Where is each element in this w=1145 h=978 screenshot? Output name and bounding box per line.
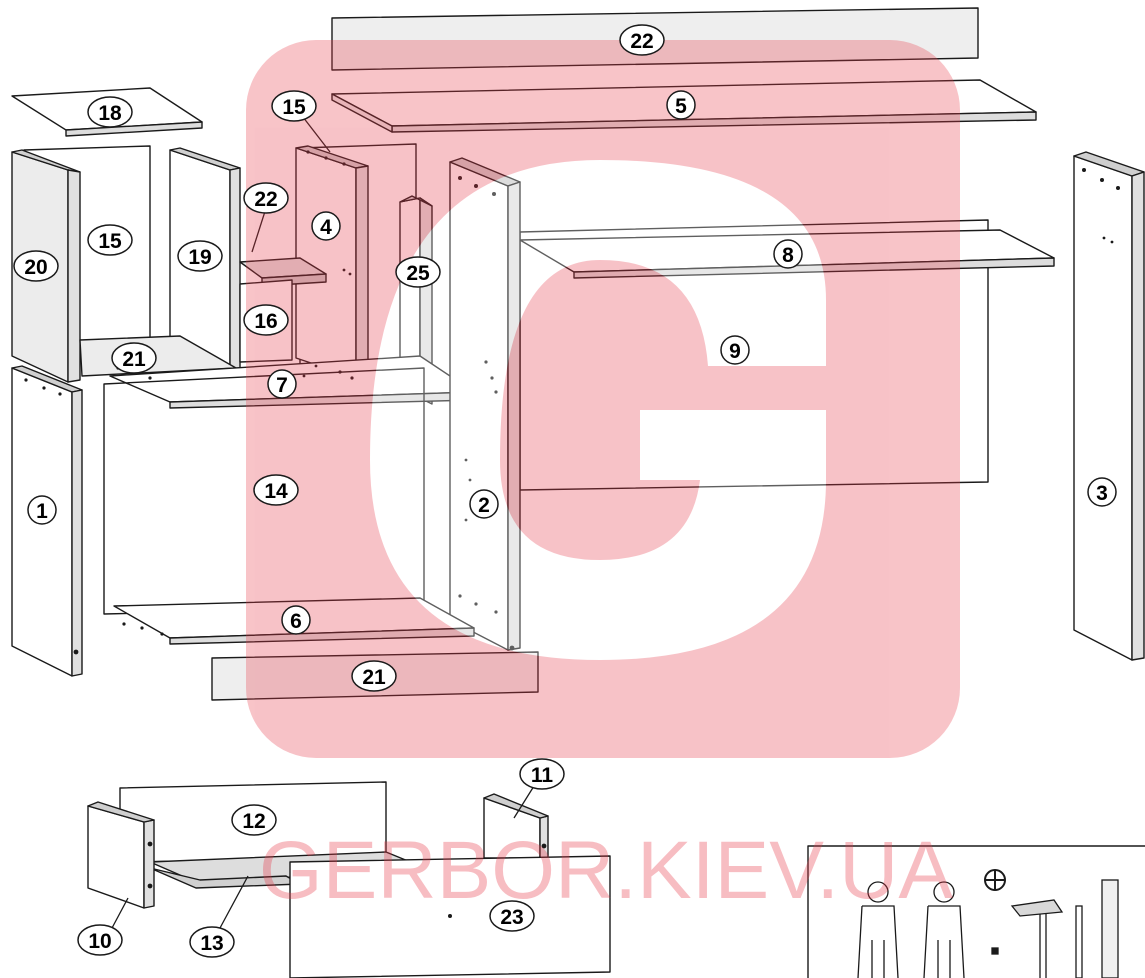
callout-11: 11 bbox=[519, 758, 565, 790]
callout-9: 9 bbox=[720, 335, 750, 365]
callout-19: 18 bbox=[87, 96, 133, 128]
svg-text:15: 15 bbox=[282, 96, 306, 119]
callout-2: 2 bbox=[469, 489, 499, 519]
svg-text:15: 15 bbox=[98, 230, 122, 253]
tools-icons bbox=[857, 869, 1119, 978]
callout-23: 22 bbox=[619, 24, 665, 56]
callout-4: 4 bbox=[311, 211, 341, 241]
callout-15-left: 15 bbox=[87, 224, 133, 256]
callout-5: 5 bbox=[666, 90, 696, 120]
panel-11 bbox=[483, 793, 549, 859]
callout-17: 19 bbox=[177, 240, 223, 272]
svg-text:4: 4 bbox=[320, 216, 332, 239]
ruler-icon bbox=[1101, 879, 1119, 978]
svg-text:14: 14 bbox=[264, 480, 288, 503]
svg-text:21: 21 bbox=[122, 348, 146, 371]
svg-text:21: 21 bbox=[362, 666, 386, 689]
tools-box bbox=[807, 845, 1145, 978]
callout-14: 14 bbox=[253, 474, 299, 506]
svg-text:22: 22 bbox=[254, 188, 277, 211]
callout-12: 12 bbox=[231, 804, 277, 836]
callout-20: 22 bbox=[243, 182, 289, 214]
svg-text:25: 25 bbox=[406, 262, 430, 285]
drill-bit-icon bbox=[1075, 905, 1083, 978]
svg-text:8: 8 bbox=[782, 244, 794, 267]
callout-21: 21 bbox=[111, 342, 157, 374]
svg-text:7: 7 bbox=[276, 374, 288, 397]
screwdriver-icon bbox=[984, 869, 1006, 891]
svg-text:6: 6 bbox=[290, 610, 302, 633]
callout-6: 6 bbox=[281, 605, 311, 635]
panel-5 bbox=[331, 79, 1037, 133]
small-screw-icon bbox=[991, 947, 999, 955]
svg-text:22: 22 bbox=[630, 30, 653, 53]
svg-text:13: 13 bbox=[200, 932, 223, 955]
panel-2 bbox=[449, 157, 521, 651]
callout-22: 21 bbox=[351, 660, 397, 692]
svg-text:11: 11 bbox=[531, 764, 554, 787]
panel-3 bbox=[1073, 151, 1145, 661]
callout-15-top: 15 bbox=[271, 90, 317, 122]
svg-text:18: 18 bbox=[98, 102, 122, 125]
callout-13: 13 bbox=[189, 926, 235, 958]
part-callouts: 22 5 18 15 15 20 19 22 4 25 16 21 7 8 9 … bbox=[13, 24, 1117, 958]
svg-text:16: 16 bbox=[254, 310, 277, 333]
callout-24: 23 bbox=[489, 900, 535, 932]
watermark-logo bbox=[246, 40, 960, 758]
svg-text:20: 20 bbox=[24, 256, 47, 279]
panel-25 bbox=[399, 195, 433, 405]
person-icon bbox=[923, 881, 965, 978]
svg-text:1: 1 bbox=[36, 500, 48, 523]
hammer-icon bbox=[1010, 899, 1064, 978]
person-icon bbox=[857, 881, 899, 978]
watermark-text: GERBOR.KIEV.UA bbox=[259, 825, 954, 916]
svg-text:9: 9 bbox=[729, 340, 741, 363]
callout-18: 20 bbox=[13, 250, 59, 282]
svg-text:12: 12 bbox=[242, 810, 265, 833]
svg-text:19: 19 bbox=[188, 246, 211, 269]
dowel-holes bbox=[24, 150, 1120, 918]
svg-text:23: 23 bbox=[500, 906, 523, 929]
panel-10 bbox=[87, 801, 155, 909]
svg-text:3: 3 bbox=[1096, 482, 1108, 505]
callout-10: 10 bbox=[77, 924, 123, 956]
callout-1: 1 bbox=[27, 495, 57, 525]
svg-text:10: 10 bbox=[88, 930, 111, 953]
svg-text:2: 2 bbox=[478, 494, 490, 517]
callout-25: 25 bbox=[395, 256, 441, 288]
svg-text:5: 5 bbox=[675, 95, 687, 118]
callout-3: 3 bbox=[1087, 477, 1117, 507]
callout-16: 16 bbox=[243, 304, 289, 336]
callout-8: 8 bbox=[773, 239, 803, 269]
callout-7: 7 bbox=[267, 369, 297, 399]
